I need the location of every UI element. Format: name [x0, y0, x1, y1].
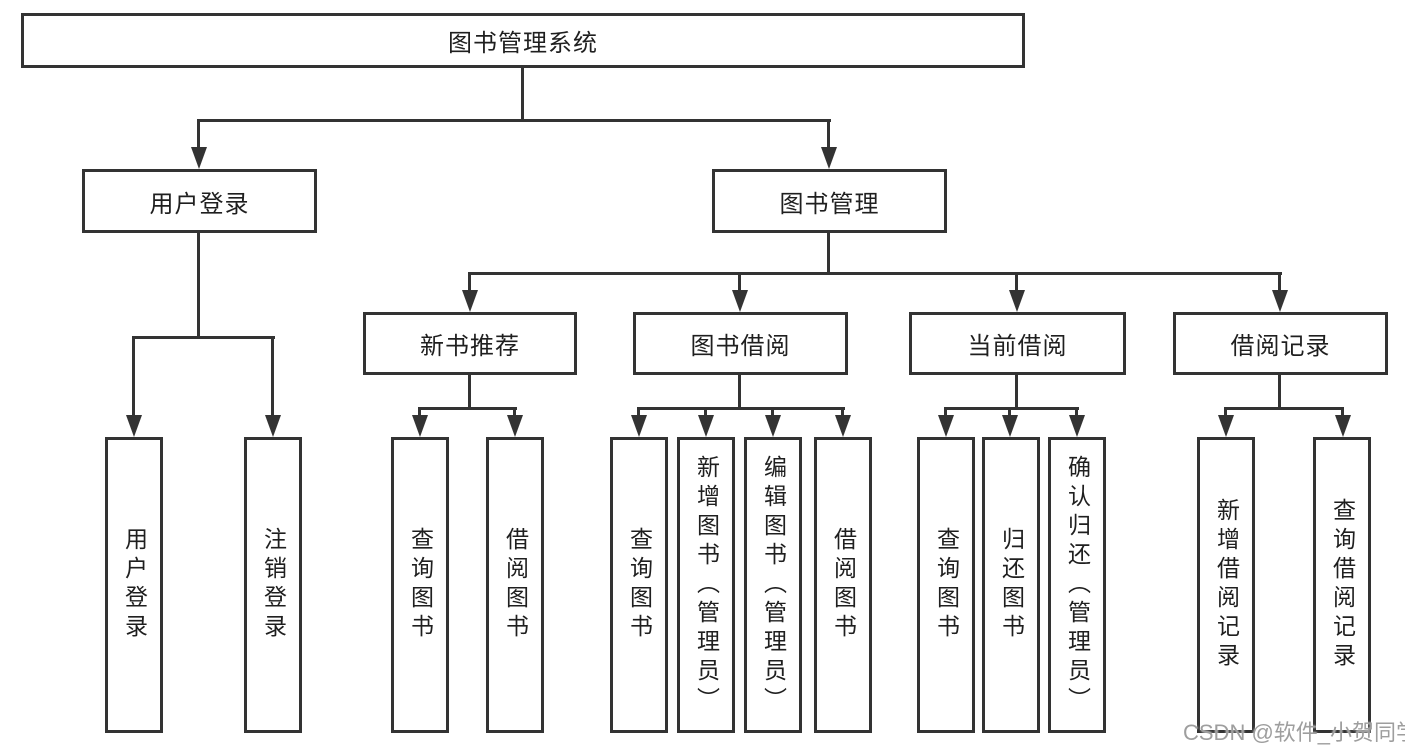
connector-line: [418, 407, 517, 410]
connector-line: [1224, 407, 1344, 410]
connector-line: [132, 336, 135, 418]
connector-line: [197, 233, 200, 339]
connector-line: [468, 272, 1282, 275]
connector-line: [841, 407, 844, 419]
leaf-current-query-book-label: 查询图书: [933, 527, 960, 643]
node-book-management-label: 图书管理: [779, 190, 880, 218]
connector-line: [468, 375, 471, 410]
arrow-down-icon: [265, 415, 281, 437]
connector-line: [132, 336, 275, 339]
arrow-down-icon: [412, 415, 428, 437]
leaf-user-login-label: 用户登录: [121, 527, 148, 643]
node-new-book-recommend-label: 新书推荐: [420, 333, 520, 360]
leaf-recommend-query-book: 查询图书: [391, 437, 449, 733]
arrow-down-icon: [1002, 415, 1018, 437]
node-book-management: 图书管理: [712, 169, 947, 233]
node-book-borrow: 图书借阅: [633, 312, 848, 375]
arrow-down-icon: [507, 415, 523, 437]
leaf-record-query-label: 查询借阅记录: [1329, 498, 1356, 672]
connector-line: [1224, 407, 1227, 419]
leaf-current-return-book: 归还图书: [982, 437, 1040, 733]
leaf-logout: 注销登录: [244, 437, 302, 733]
node-root-label: 图书管理系统: [448, 30, 598, 57]
node-root: 图书管理系统: [21, 13, 1025, 68]
arrow-down-icon: [821, 147, 837, 169]
connector-line: [1075, 407, 1078, 419]
connector-line: [827, 233, 830, 275]
leaf-borrow-borrow-book-label: 借阅图书: [830, 527, 857, 643]
leaf-user-login: 用户登录: [105, 437, 163, 733]
leaf-borrow-add-book-label: 新增图书（管理员）: [693, 454, 720, 716]
connector-line: [1278, 375, 1281, 410]
leaf-recommend-borrow-book: 借阅图书: [486, 437, 544, 733]
connector-line: [468, 272, 471, 294]
node-borrow-record: 借阅记录: [1173, 312, 1388, 375]
leaf-current-confirm-return: 确认归还（管理员）: [1048, 437, 1106, 733]
leaf-borrow-query-book: 查询图书: [610, 437, 668, 733]
arrow-down-icon: [698, 415, 714, 437]
connector-line: [637, 407, 845, 410]
leaf-recommend-borrow-book-label: 借阅图书: [502, 527, 529, 643]
leaf-record-add-label: 新增借阅记录: [1213, 498, 1240, 672]
leaf-current-query-book: 查询图书: [917, 437, 975, 733]
connector-line: [1015, 272, 1018, 294]
connector-line: [771, 407, 774, 419]
node-current-borrow: 当前借阅: [909, 312, 1126, 375]
leaf-borrow-edit-book-label: 编辑图书（管理员）: [760, 454, 787, 716]
connector-line: [637, 407, 640, 419]
leaf-borrow-add-book: 新增图书（管理员）: [677, 437, 735, 733]
connector-line: [1008, 407, 1011, 419]
node-new-book-recommend: 新书推荐: [363, 312, 577, 375]
csdn-watermark: CSDN @软件_小贺同学: [1183, 720, 1405, 745]
connector-line: [827, 119, 830, 149]
connector-line: [738, 272, 741, 294]
connector-line: [197, 119, 200, 149]
leaf-borrow-borrow-book: 借阅图书: [814, 437, 872, 733]
arrow-down-icon: [462, 290, 478, 312]
connector-line: [738, 375, 741, 410]
node-book-borrow-label: 图书借阅: [690, 333, 791, 360]
leaf-logout-label: 注销登录: [260, 527, 287, 643]
connector-line: [704, 407, 707, 419]
arrow-down-icon: [765, 415, 781, 437]
leaf-recommend-query-book-label: 查询图书: [407, 527, 434, 643]
connector-line: [1278, 272, 1281, 294]
node-borrow-record-label: 借阅记录: [1230, 333, 1331, 360]
connector-line: [197, 119, 831, 122]
arrow-down-icon: [126, 415, 142, 437]
connector-line: [1015, 375, 1018, 410]
connector-line: [271, 336, 274, 418]
arrow-down-icon: [835, 415, 851, 437]
node-user-login: 用户登录: [82, 169, 317, 233]
leaf-record-query: 查询借阅记录: [1313, 437, 1371, 733]
arrow-down-icon: [631, 415, 647, 437]
node-user-login-label: 用户登录: [149, 190, 250, 218]
connector-line: [944, 407, 947, 419]
leaf-current-confirm-return-label: 确认归还（管理员）: [1064, 454, 1091, 716]
arrow-down-icon: [1218, 415, 1234, 437]
connector-line: [1341, 407, 1344, 419]
arrow-down-icon: [1069, 415, 1085, 437]
arrow-down-icon: [1272, 290, 1288, 312]
connector-line: [513, 407, 516, 419]
leaf-current-return-book-label: 归还图书: [998, 527, 1025, 643]
connector-line: [521, 68, 524, 122]
connector-line: [418, 407, 421, 419]
arrow-down-icon: [191, 147, 207, 169]
connector-line: [944, 407, 1079, 410]
node-current-borrow-label: 当前借阅: [967, 333, 1068, 360]
leaf-borrow-query-book-label: 查询图书: [626, 527, 653, 643]
arrow-down-icon: [732, 290, 748, 312]
leaf-borrow-edit-book: 编辑图书（管理员）: [744, 437, 802, 733]
arrow-down-icon: [938, 415, 954, 437]
arrow-down-icon: [1335, 415, 1351, 437]
arrow-down-icon: [1009, 290, 1025, 312]
leaf-record-add: 新增借阅记录: [1197, 437, 1255, 733]
